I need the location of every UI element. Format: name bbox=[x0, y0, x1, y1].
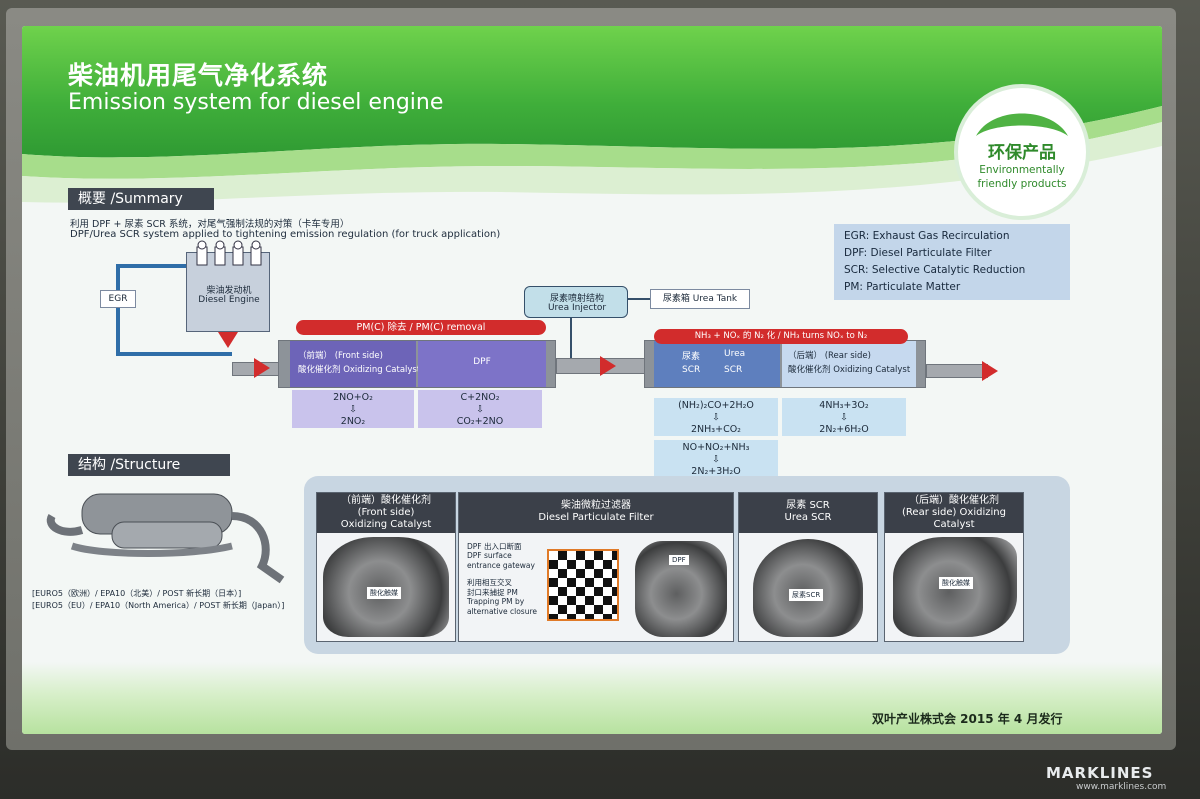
legend-item-scr: SCR: Selective Catalytic Reduction bbox=[844, 264, 1026, 276]
front-catalyst-label-cn: （前端） (Front side) bbox=[298, 351, 383, 361]
photo-tag: 尿素SCR bbox=[789, 589, 824, 601]
eco-badge-english-line1: Environmentally bbox=[979, 164, 1065, 176]
dpf-stage-label: DPF bbox=[473, 357, 491, 367]
urea-injector: 尿素喷射结构 Urea Injector bbox=[524, 286, 628, 318]
structure-caption-line1: [EURO5（欧洲）/ EPA10（北美）/ POST 新长期（日本）] bbox=[32, 589, 242, 598]
egr-pipe-bottom bbox=[116, 352, 232, 356]
dpf-note-en2: entrance gateway bbox=[467, 561, 535, 570]
title-chinese: 柴油机用尾气净化系统 bbox=[68, 61, 329, 90]
legend-item-pm: PM: Particulate Matter bbox=[844, 281, 961, 293]
urea-injection-line bbox=[570, 318, 572, 358]
pm-removal-bar: PM(C) 除去 / PM(C) removal bbox=[296, 320, 546, 335]
photo-tag: 酸化触媒 bbox=[367, 587, 401, 599]
rear-oxidizing-catalyst: （后端） (Rear side) 酸化催化剂 Oxidizing Catalys… bbox=[782, 341, 916, 387]
equation-rear-catalyst: 4NH₃+3O₂⇩2N₂+6H₂O bbox=[782, 398, 906, 436]
eco-badge-chinese: 环保产品 bbox=[988, 143, 1056, 163]
equation-scr-reduction: NO+NO₂+NH₃⇩2N₂+3H₂O bbox=[654, 440, 778, 478]
dpf-note-cn2: 利用相互交叉 bbox=[467, 578, 512, 587]
exhaust-system-assembly-photo bbox=[46, 493, 285, 584]
nh3-reaction-bar: NH₃ + NOₓ 的 N₂ 化 / NH₃ turns NOₓ to N₂ bbox=[654, 329, 908, 344]
legend-item-dpf: DPF: Diesel Particulate Filter bbox=[844, 247, 992, 259]
summary-section-tab: 概要 /Summary bbox=[68, 188, 214, 210]
engine-cylinders-icon bbox=[196, 240, 262, 266]
dpf-note-en4: alternative closure bbox=[467, 607, 537, 616]
eco-badge-english-line2: friendly products bbox=[977, 178, 1067, 190]
summary-text-english: DPF/Urea SCR system applied to tightenin… bbox=[70, 229, 501, 240]
rear-catalyst-label-en: 酸化催化剂 Oxidizing Catalyst bbox=[788, 365, 911, 375]
equation-dpf: C+2NO₂⇩CO₂+2NO bbox=[418, 390, 542, 428]
footer-green-band bbox=[22, 662, 1162, 734]
card-header: （前端）酸化催化剂(Front side)Oxidizing Catalyst bbox=[317, 493, 455, 533]
flow-arrow-outlet-icon bbox=[982, 361, 998, 381]
marklines-url: www.marklines.com bbox=[1076, 782, 1167, 792]
exhaust-arrow-down-icon bbox=[218, 332, 238, 348]
engine-label-english: Diesel Engine bbox=[198, 295, 260, 305]
eco-badge: 环保产品 Environmentally friendly products bbox=[958, 88, 1086, 216]
marklines-watermark: MARKLINES bbox=[1046, 764, 1154, 782]
dpf-stage: DPF bbox=[418, 341, 546, 387]
dpf-checkerboard-pattern bbox=[547, 549, 619, 621]
leaf-arc-icon bbox=[976, 113, 1068, 136]
component-card-front-catalyst: （前端）酸化催化剂(Front side)Oxidizing Catalyst … bbox=[316, 492, 456, 642]
title-english: Emission system for diesel engine bbox=[68, 90, 444, 115]
rear-catalyst-label-cn: （后端） (Rear side) bbox=[788, 351, 871, 361]
dpf-note-en1: DPF surface bbox=[467, 551, 512, 560]
publisher-note: 双叶产业株式会 2015 年 4 月发行 bbox=[872, 712, 1063, 726]
structure-section-tab: 结构 /Structure bbox=[68, 454, 230, 476]
scr-label-en1: Urea bbox=[724, 349, 746, 359]
dpf-note-cn1: DPF 出入口断面 bbox=[467, 542, 522, 551]
photo-tag: DPF bbox=[669, 555, 689, 565]
equation-urea-hydrolysis: (NH₂)₂CO+2H₂O⇩2NH₃+CO₂ bbox=[654, 398, 778, 436]
summary-text-chinese: 利用 DPF + 尿素 SCR 系统，对尾气强制法规的对策（卡车专用） bbox=[70, 219, 350, 230]
urea-scr-stage: 尿素 Urea SCR SCR bbox=[654, 341, 780, 387]
front-catalyst-label-en: 酸化催化剂 Oxidizing Catalyst bbox=[298, 365, 421, 375]
abbreviation-legend: EGR: Exhaust Gas Recirculation DPF: Dies… bbox=[834, 224, 1070, 300]
poster-panel: 柴油机用尾气净化系统 Emission system for diesel en… bbox=[22, 26, 1162, 734]
diesel-engine: 柴油发动机 Diesel Engine bbox=[186, 240, 270, 332]
structure-caption-line2: [EURO5（EU）/ EPA10（North America）/ POST 新… bbox=[32, 601, 285, 610]
egr-pipe-top bbox=[116, 264, 204, 268]
egr-label-box: EGR bbox=[100, 290, 136, 308]
legend-item-egr: EGR: Exhaust Gas Recirculation bbox=[844, 230, 1010, 242]
urea-feed-line bbox=[628, 298, 650, 300]
exhaust-pipe-outlet bbox=[926, 364, 988, 378]
urea-injector-label-en: Urea Injector bbox=[547, 303, 607, 313]
urea-scr-photo bbox=[753, 539, 863, 637]
equation-front-catalyst: 2NO+O₂⇩2NO₂ bbox=[292, 390, 414, 428]
dpf-note-cn3: 封口来捕捉 PM bbox=[467, 588, 518, 597]
front-oxidizing-catalyst: （前端） (Front side) 酸化催化剂 Oxidizing Cataly… bbox=[290, 341, 420, 387]
urea-tank: 尿素箱 Urea Tank bbox=[650, 289, 750, 309]
egr-pipe-left bbox=[116, 264, 120, 356]
flow-arrow-1-icon bbox=[254, 358, 270, 378]
scr-label-en2: SCR bbox=[724, 365, 743, 375]
urea-injector-label-cn: 尿素喷射结构 bbox=[549, 294, 604, 304]
scr-label-cn2: SCR bbox=[682, 365, 701, 375]
photo-tag: 酸化触媒 bbox=[939, 577, 973, 589]
header-wave-band bbox=[22, 26, 1162, 203]
scr-label-cn1: 尿素 bbox=[682, 352, 701, 362]
flow-arrow-2-icon bbox=[600, 356, 616, 376]
dpf-note-en3: Trapping PM by bbox=[467, 597, 525, 606]
engine-label-chinese: 柴油发动机 bbox=[206, 286, 252, 296]
